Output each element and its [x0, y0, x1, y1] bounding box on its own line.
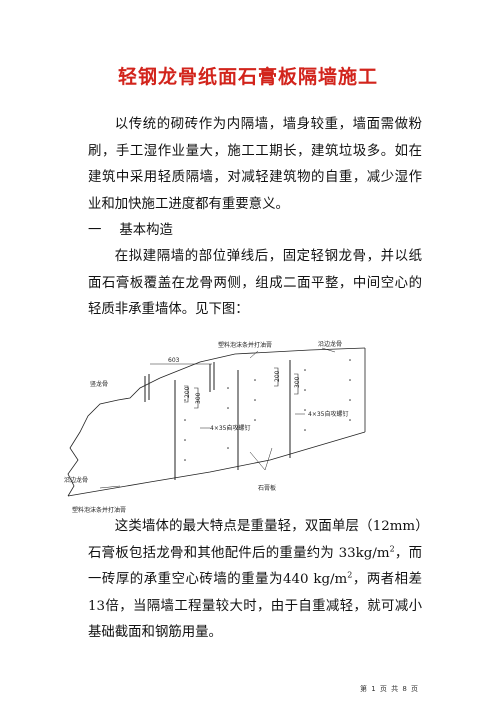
document-title: 轻钢龙骨纸面石膏板隔墙施工	[117, 66, 378, 88]
floor-line	[67, 431, 366, 497]
label-top-foam: 塑料泡沫条并打油膏	[218, 341, 272, 349]
page-footer: 第 1 页 共 8 页	[360, 685, 420, 693]
dim-300b-label: 300	[294, 376, 301, 388]
dim-200a-label: 200	[184, 386, 191, 398]
screw-dots	[184, 359, 351, 461]
label-vertical-stud: 竖龙骨	[90, 380, 108, 388]
wall-left-edge	[67, 377, 161, 497]
label-top-track: 沿边龙骨	[318, 340, 342, 348]
section-heading: 一 基本构造	[88, 218, 191, 245]
section-number: 一	[88, 223, 102, 238]
label-bottom-foam: 塑料泡沫条并打油膏	[72, 506, 126, 514]
sup-b: 2	[347, 570, 353, 580]
dim-300a-label: 300	[195, 392, 202, 404]
partition-wall-diagram: 603 200 300 200 300 塑料泡沫条并打油膏 沿边龙骨 竖龙骨 4…	[64, 340, 366, 514]
vertical-studs	[144, 360, 291, 480]
leader-lines	[99, 347, 336, 489]
feature-paragraph: 这类墙体的最大特点是重量轻，双面单层（12mm）石膏板包括龙骨和其他配件后的重量…	[88, 514, 422, 647]
label-gypsum: 石膏板	[258, 484, 276, 492]
dimension-brackets	[184, 367, 299, 409]
ceiling-line	[159, 347, 366, 379]
feature-text-a: 这类墙体的最大特点是重量轻，双面单层（12mm）石膏板包括龙骨和其他配件后的重量…	[88, 519, 422, 561]
section-label: 基本构造	[119, 223, 173, 238]
dim-603-label: 603	[168, 357, 180, 364]
intro-paragraph: 以传统的砌砖作为内隔墙，墙身较重，墙面需做粉刷，手工湿作业量大，施工工期长，建筑…	[88, 117, 422, 212]
sup-a: 2	[389, 544, 395, 554]
feature-text-c: ，两者相差13倍，当隔墙工程量较大时，由于自重减轻，就可减小基础截面和钢筋用量。	[88, 572, 423, 640]
feature-text-b: ，而一砖厚的承重空心砖墙的重量为440 kg/m	[88, 545, 422, 588]
dim-200b-label: 200	[274, 370, 281, 382]
label-screw-b: 4×35自攻螺钉	[308, 410, 348, 418]
label-screw-a: 4×35自攻螺钉	[210, 424, 250, 432]
label-bottom-track: 沿边龙骨	[64, 476, 88, 484]
construction-paragraph: 在拟建隔墙的部位弹线后，固定轻钢龙骨，并以纸面石膏板覆盖在龙骨两侧，组成二面平整…	[88, 249, 422, 317]
